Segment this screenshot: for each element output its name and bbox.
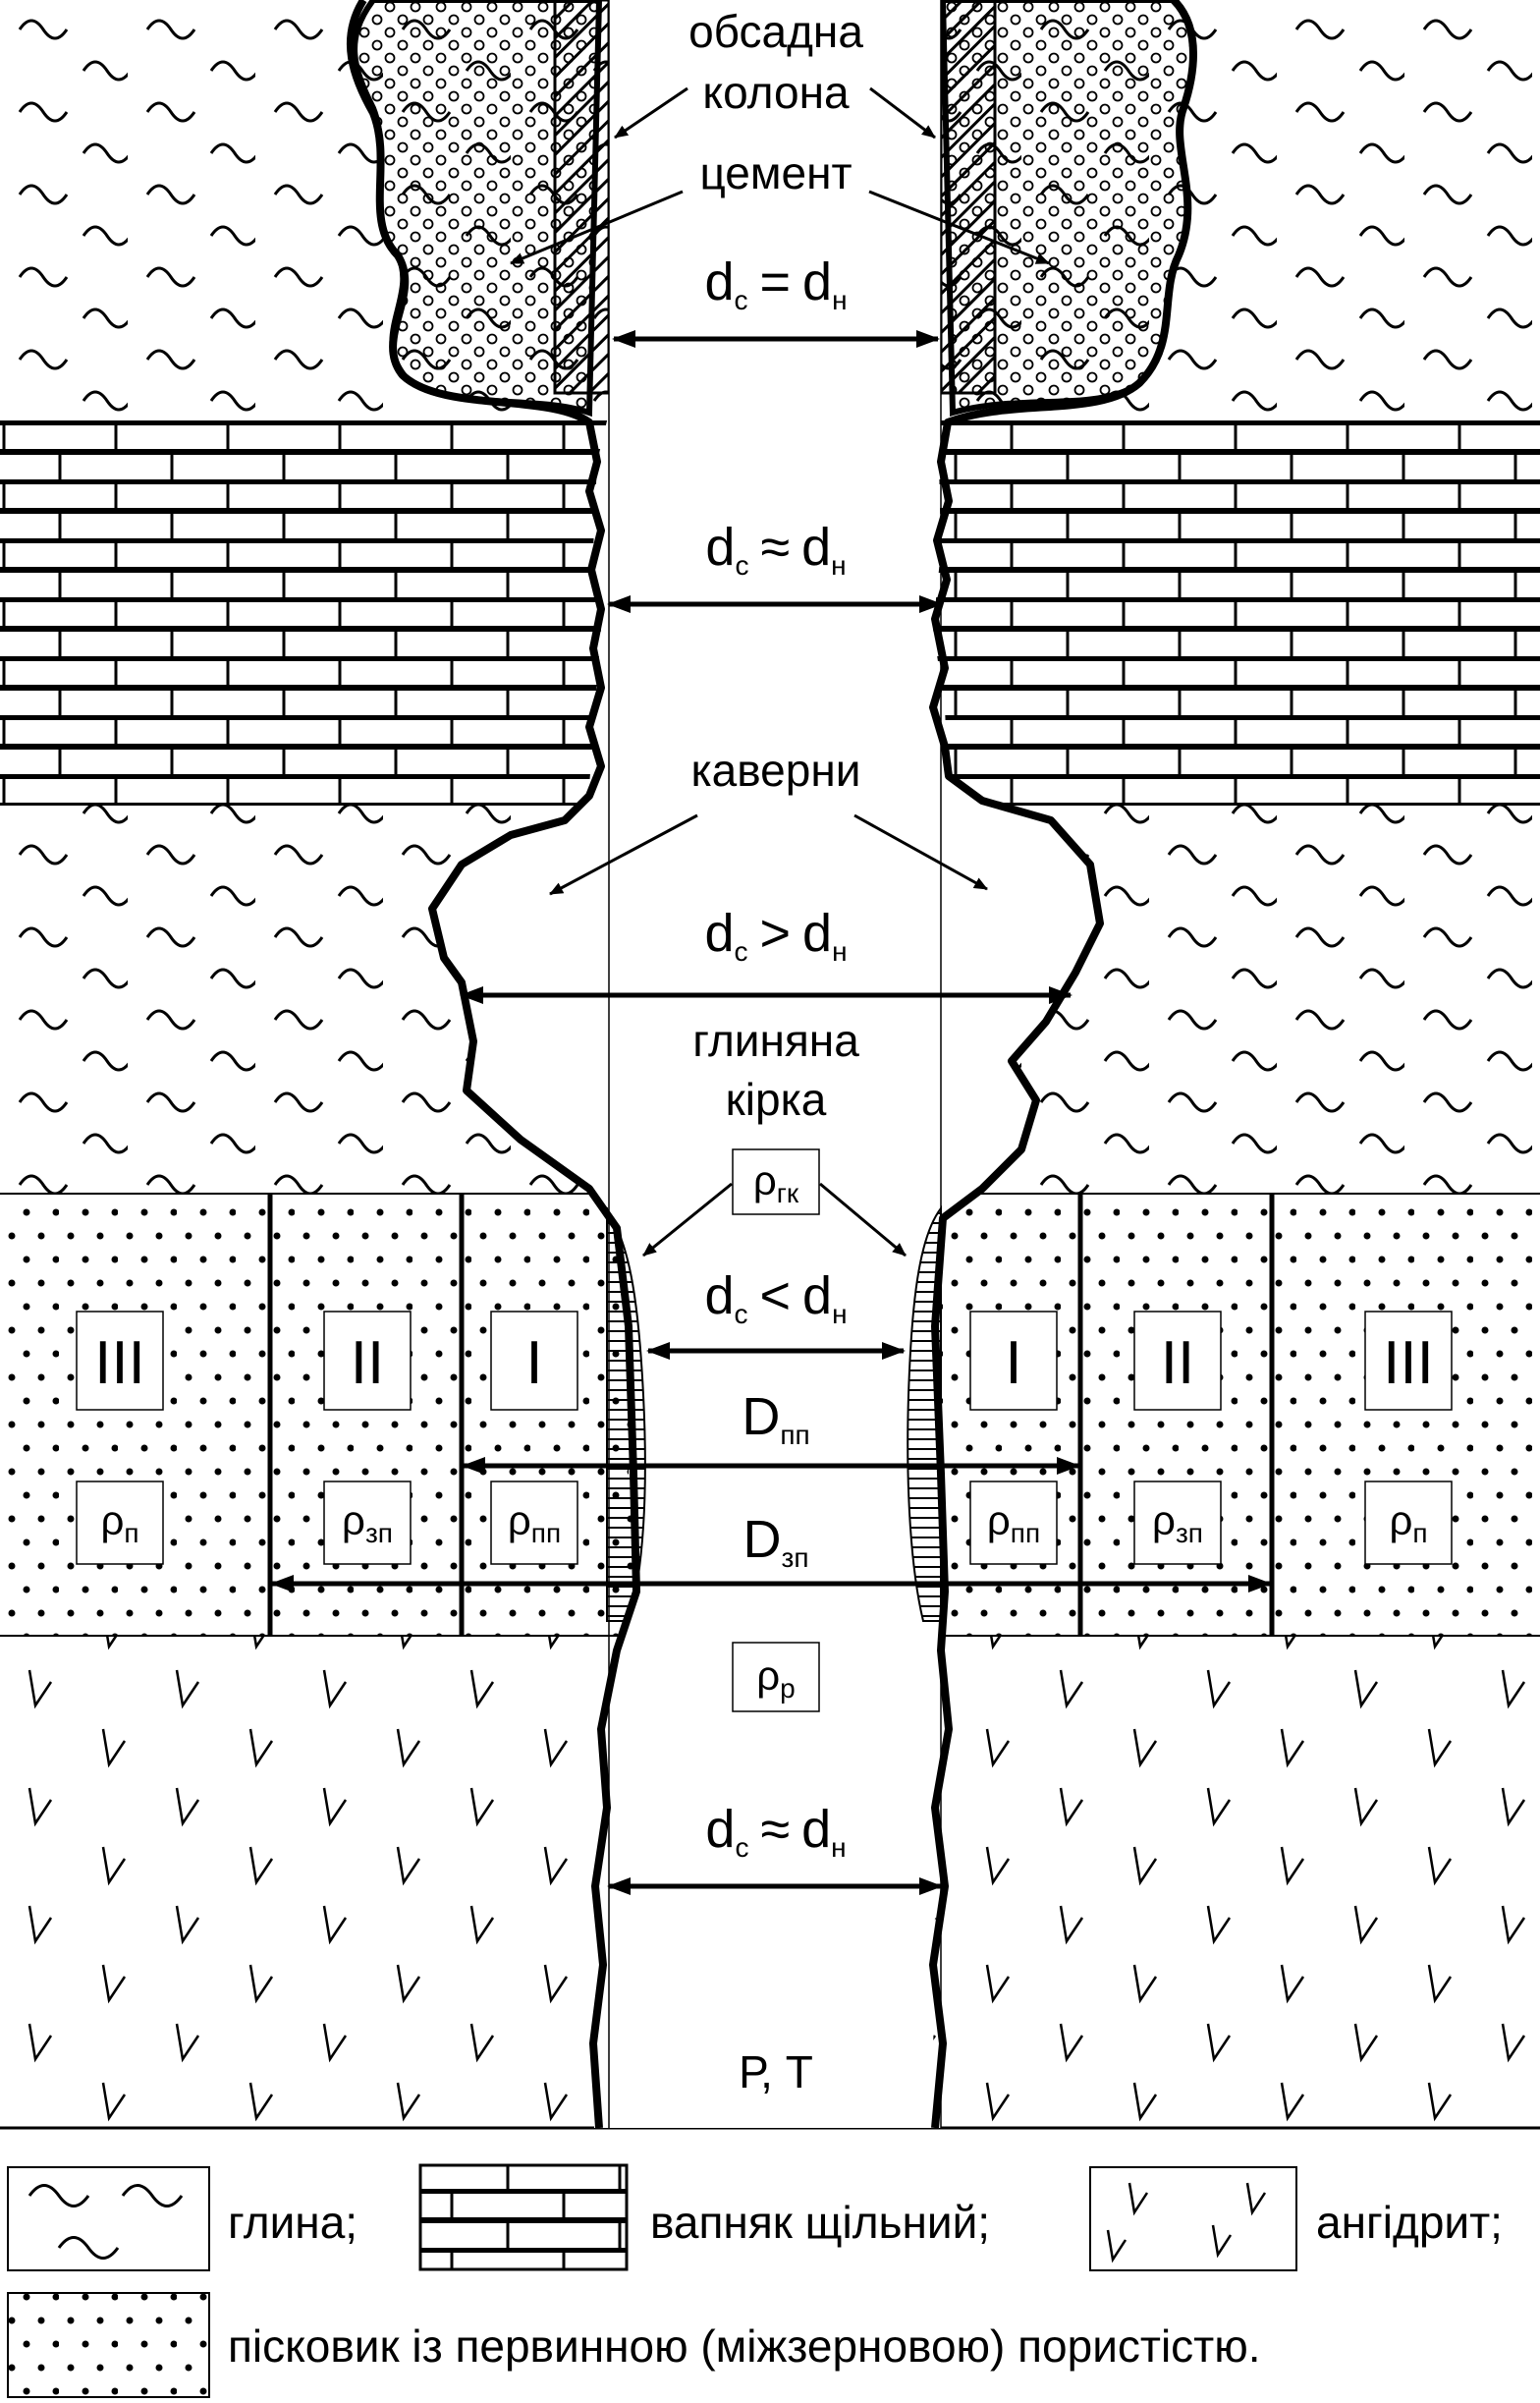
svg-text:ρзп: ρзп xyxy=(342,1497,393,1548)
svg-text:II: II xyxy=(1161,1329,1194,1397)
svg-text:II: II xyxy=(351,1329,384,1397)
legend-item-limestone: вапняк щільний; xyxy=(418,2163,990,2271)
svg-text:ангідрит;: ангідрит; xyxy=(1316,2197,1503,2248)
legend-item-anhydrite: ангідрит; xyxy=(1089,2166,1503,2271)
svg-text:III: III xyxy=(94,1329,145,1397)
cement-label: цемент xyxy=(699,147,852,198)
zone-III-left: III xyxy=(76,1311,164,1411)
svg-text:пісковик із первинною (міжзерн: пісковик із первинною (міжзерновою) пори… xyxy=(228,2320,1261,2372)
zone-III-right: III xyxy=(1364,1311,1453,1411)
diameter-label-1: dс=dн xyxy=(704,252,847,315)
legend: глина; вапняк щільний; ангідрит; піскови… xyxy=(7,2163,1503,2398)
svg-text:глина;: глина; xyxy=(228,2197,358,2248)
svg-text:ρпп: ρпп xyxy=(508,1497,561,1548)
svg-text:ρзп: ρзп xyxy=(1152,1497,1203,1548)
diameter-label-5: dс≈dн xyxy=(705,1800,846,1863)
diameter-label-4: dс<dн xyxy=(704,1266,847,1329)
casing-left xyxy=(553,0,611,395)
dimension-arrows xyxy=(270,330,1272,1895)
diameter-label-3: dс>dн xyxy=(704,904,847,967)
zone-I-right: I xyxy=(969,1311,1058,1411)
zone-II-left: II xyxy=(323,1311,412,1411)
diameter-label-2: dс≈dн xyxy=(705,518,846,581)
caverns-label: каверни xyxy=(691,745,861,796)
legend-item-clay: глина; xyxy=(7,2166,358,2271)
zone-I-left: I xyxy=(490,1311,578,1411)
svg-text:I: I xyxy=(525,1329,542,1397)
legend-item-sandstone: пісковик із первинною (міжзерновою) пори… xyxy=(7,2292,1261,2398)
rho-p-left: ρп xyxy=(76,1481,164,1565)
borehole-wall-right xyxy=(929,0,1197,2129)
svg-text:ρр: ρр xyxy=(756,1652,795,1704)
rho-p-right: ρп xyxy=(1364,1481,1453,1565)
svg-text:I: I xyxy=(1005,1329,1021,1397)
svg-text:ρгк: ρгк xyxy=(753,1157,799,1208)
rho-zp-left: ρзп xyxy=(323,1481,412,1565)
mudcake-label-line1: глиняна xyxy=(692,1015,859,1066)
svg-text:ρп: ρп xyxy=(100,1497,138,1548)
casing-label-line2: колона xyxy=(702,67,850,118)
D-pp-label: Dпп xyxy=(742,1387,809,1450)
rho-zp-right: ρзп xyxy=(1133,1481,1222,1565)
casing-label-line1: обсадна xyxy=(688,6,863,57)
mudcake-label-line2: кірка xyxy=(726,1074,827,1125)
rho-r-box: ρр xyxy=(732,1642,820,1712)
svg-text:ρп: ρп xyxy=(1389,1497,1427,1548)
rho-gk-box: ρгк xyxy=(732,1148,820,1215)
pressure-temperature-label: Р, Т xyxy=(739,2046,813,2097)
casing-right xyxy=(939,0,997,395)
invasion-zone-boundaries xyxy=(267,1194,1275,1636)
svg-text:ρпп: ρпп xyxy=(987,1497,1040,1548)
svg-text:вапняк щільний;: вапняк щільний; xyxy=(650,2197,990,2248)
zone-II-right: II xyxy=(1133,1311,1222,1411)
svg-text:III: III xyxy=(1383,1329,1434,1397)
rho-pp-left: ρпп xyxy=(490,1481,578,1565)
rho-pp-right: ρпп xyxy=(969,1481,1058,1565)
borehole-wall-left xyxy=(347,0,640,2129)
pointer-arrows xyxy=(510,86,1050,1257)
D-zp-label: Dзп xyxy=(743,1510,809,1573)
